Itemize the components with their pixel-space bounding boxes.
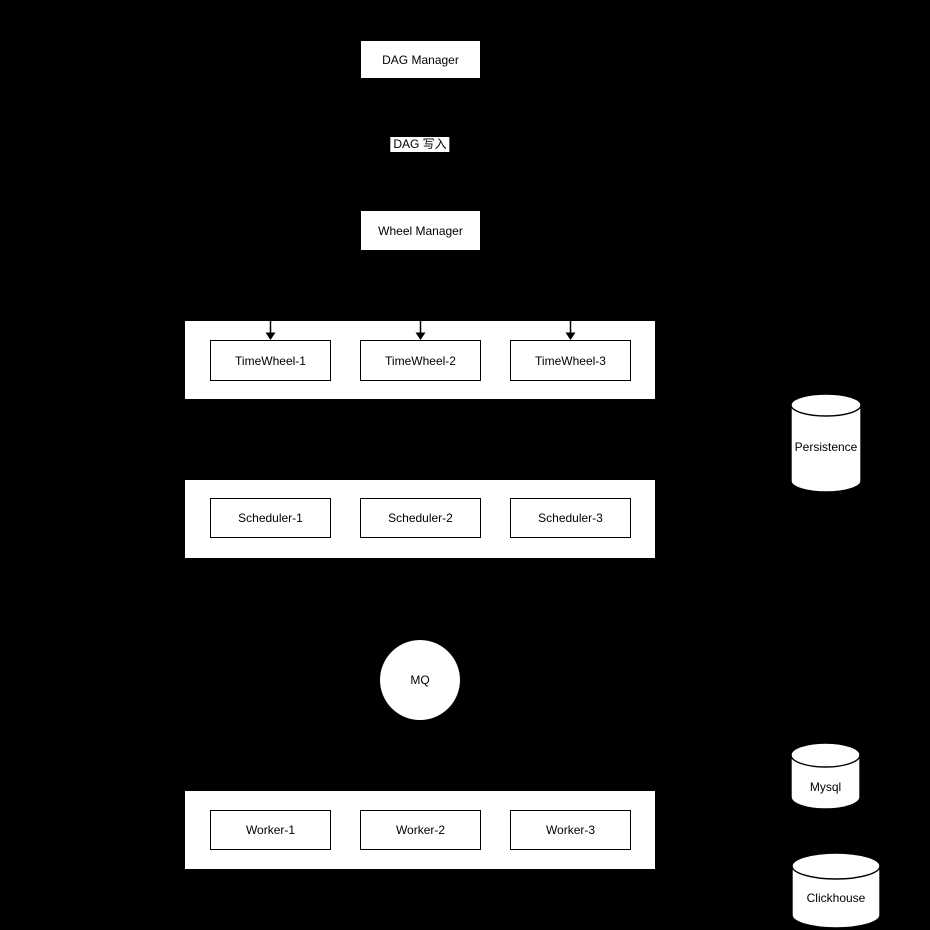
node-worker-3: Worker-3	[510, 810, 631, 850]
down-arrow-icon	[565, 321, 576, 340]
down-arrow-icon	[415, 321, 426, 340]
node-worker-1: Worker-1	[210, 810, 331, 850]
node-dag-manager: DAG Manager	[361, 41, 480, 78]
node-scheduler-1: Scheduler-1	[210, 498, 331, 538]
edge-label-dag-write: DAG 写入	[390, 137, 450, 152]
node-scheduler-2: Scheduler-2	[360, 498, 481, 538]
datastore-clickhouse: Clickhouse	[791, 852, 881, 930]
datastore-label: Clickhouse	[806, 891, 866, 905]
node-wheel-manager: Wheel Manager	[361, 211, 480, 250]
database-cylinder-icon	[790, 742, 861, 810]
node-worker-2: Worker-2	[360, 810, 481, 850]
database-cylinder-icon	[791, 852, 881, 929]
node-timewheel-1: TimeWheel-1	[210, 340, 331, 381]
timewheel-group: TimeWheel-1 TimeWheel-2 TimeWheel-3	[185, 321, 655, 399]
database-cylinder-icon	[790, 393, 862, 493]
datastore-label: Persistence	[794, 440, 858, 454]
datastore-persistence: Persistence	[790, 393, 862, 493]
node-scheduler-3: Scheduler-3	[510, 498, 631, 538]
node-mq: MQ	[380, 640, 460, 720]
worker-group: Worker-1 Worker-2 Worker-3	[185, 791, 655, 869]
datastore-mysql: Mysql	[790, 742, 861, 810]
node-timewheel-2: TimeWheel-2	[360, 340, 481, 381]
down-arrow-icon	[265, 321, 276, 340]
datastore-label: Mysql	[809, 780, 842, 794]
scheduler-group: Scheduler-1 Scheduler-2 Scheduler-3	[185, 480, 655, 558]
node-timewheel-3: TimeWheel-3	[510, 340, 631, 381]
